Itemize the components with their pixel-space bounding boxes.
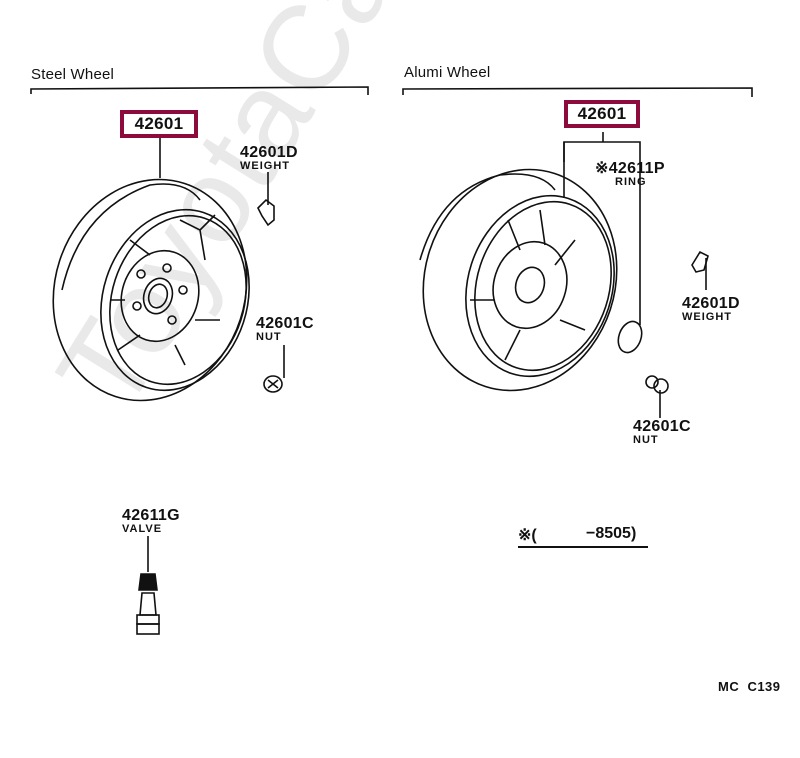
diagram-code: MC C139 [718, 679, 781, 694]
alumi-section-bracket [402, 87, 753, 97]
valve-part-name: VALVE [122, 523, 163, 535]
steel-wheel-part-link[interactable]: WHEEL 42601 [120, 110, 198, 141]
valve-icon [136, 573, 160, 635]
steel-nut-part-name: NUT [256, 331, 282, 343]
steel-nut-part-link[interactable]: 42601C NUT [256, 316, 314, 343]
alumi-wheel-section-title: Alumi Wheel [404, 64, 491, 81]
alumi-wheel-drawing [419, 132, 641, 392]
steel-wheel-drawing [52, 138, 250, 402]
alumi-weight-part-link[interactable]: 42601D WEIGHT [682, 296, 740, 323]
alumi-nut-part-number: 42601C [633, 418, 691, 435]
alumi-wheel-part-link[interactable]: WHEEL 42601 [564, 100, 640, 131]
alumi-ring-part-link[interactable]: ※42611P RING [595, 161, 665, 188]
alumi-ring-part-name: RING [615, 176, 647, 188]
alumi-ring-icon [617, 320, 643, 354]
steel-weight-part-name: WEIGHT [240, 160, 290, 172]
steel-wheel-part-number: 42601 [134, 114, 184, 133]
steel-wheel-section-title: Steel Wheel [31, 66, 115, 83]
steel-section-bracket [30, 86, 369, 95]
steel-nut-icon [263, 375, 283, 393]
steel-wheel-highlight-box: 42601 [120, 110, 198, 138]
alumi-nut-icon [645, 375, 669, 394]
alumi-nut-part-link[interactable]: 42601C NUT [633, 419, 691, 446]
alumi-weight-icon [691, 250, 709, 273]
valve-part-number: 42611G [122, 507, 180, 524]
alumi-wheel-part-number: 42601 [577, 104, 627, 123]
alumi-ring-part-number: ※42611P [595, 160, 665, 177]
steel-weight-part-link[interactable]: 42601D WEIGHT [240, 145, 298, 172]
footnote-mark: ※( [518, 527, 537, 544]
steel-nut-part-number: 42601C [256, 315, 314, 332]
alumi-nut-part-name: NUT [633, 434, 659, 446]
alumi-wheel-highlight-box: 42601 [564, 100, 640, 128]
alumi-weight-part-number: 42601D [682, 295, 740, 312]
steel-weight-part-number: 42601D [240, 144, 298, 161]
steel-weight-icon [257, 198, 275, 227]
valve-part-link[interactable]: 42611G VALVE [122, 508, 180, 535]
alumi-weight-part-name: WEIGHT [682, 311, 732, 323]
footnote-range: −8505) [586, 525, 637, 542]
